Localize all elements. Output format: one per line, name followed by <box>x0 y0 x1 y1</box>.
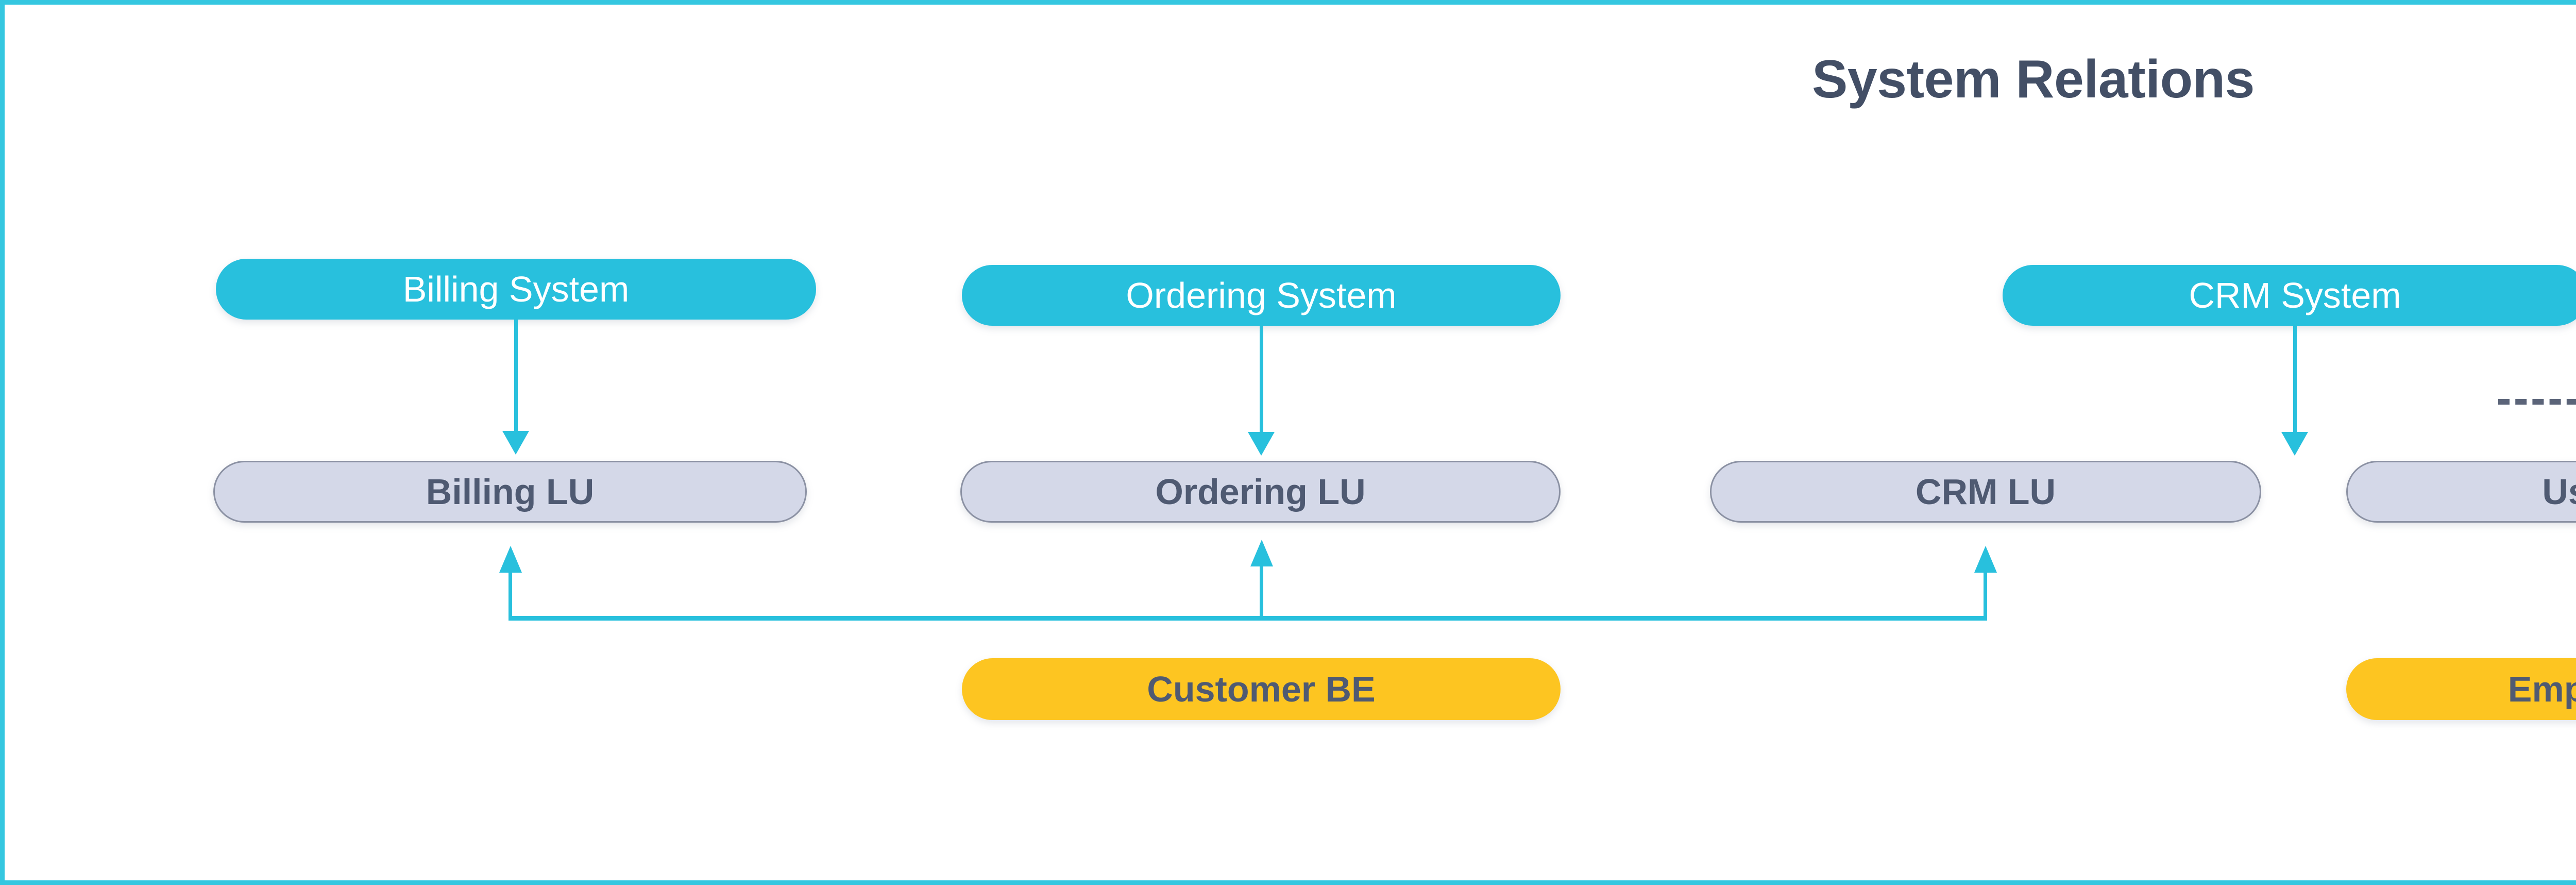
arrowhead-bus-crm-lu <box>1974 546 1997 573</box>
connector-crm-system-to-users-lu <box>2293 326 2297 433</box>
node-billing-lu[interactable]: Billing LU <box>213 461 807 523</box>
page-title: System Relations <box>1812 49 2255 109</box>
node-crm-lu[interactable]: CRM LU <box>1710 461 2261 523</box>
node-users-lu[interactable]: Users LU <box>2346 461 2576 523</box>
node-customer-be[interactable]: Customer BE <box>962 658 1561 720</box>
callout-leader-line-1 <box>2498 399 2576 405</box>
node-employee-be[interactable]: Employee BE <box>2346 658 2576 720</box>
connector-billing-system-to-lu <box>514 320 518 432</box>
connector-ordering-system-to-lu <box>1260 326 1263 433</box>
arrowhead-bus-billing-lu <box>499 546 522 573</box>
node-ordering-lu[interactable]: Ordering LU <box>960 461 1561 523</box>
connector-customer-be-bus <box>509 616 1987 621</box>
arrowhead-billing-lu <box>502 431 529 455</box>
node-crm-system[interactable]: CRM System <box>2003 265 2576 326</box>
connector-bus-to-crm-lu <box>1984 572 1987 619</box>
arrowhead-bus-ordering-lu <box>1250 540 1273 566</box>
arrowhead-ordering-lu <box>1248 432 1275 456</box>
connector-bus-to-ordering-lu <box>1260 565 1263 619</box>
connector-bus-to-billing-lu <box>509 572 512 619</box>
arrowhead-users-lu <box>2281 432 2308 456</box>
node-billing-system[interactable]: Billing System <box>216 259 816 320</box>
node-ordering-system[interactable]: Ordering System <box>962 265 1561 326</box>
